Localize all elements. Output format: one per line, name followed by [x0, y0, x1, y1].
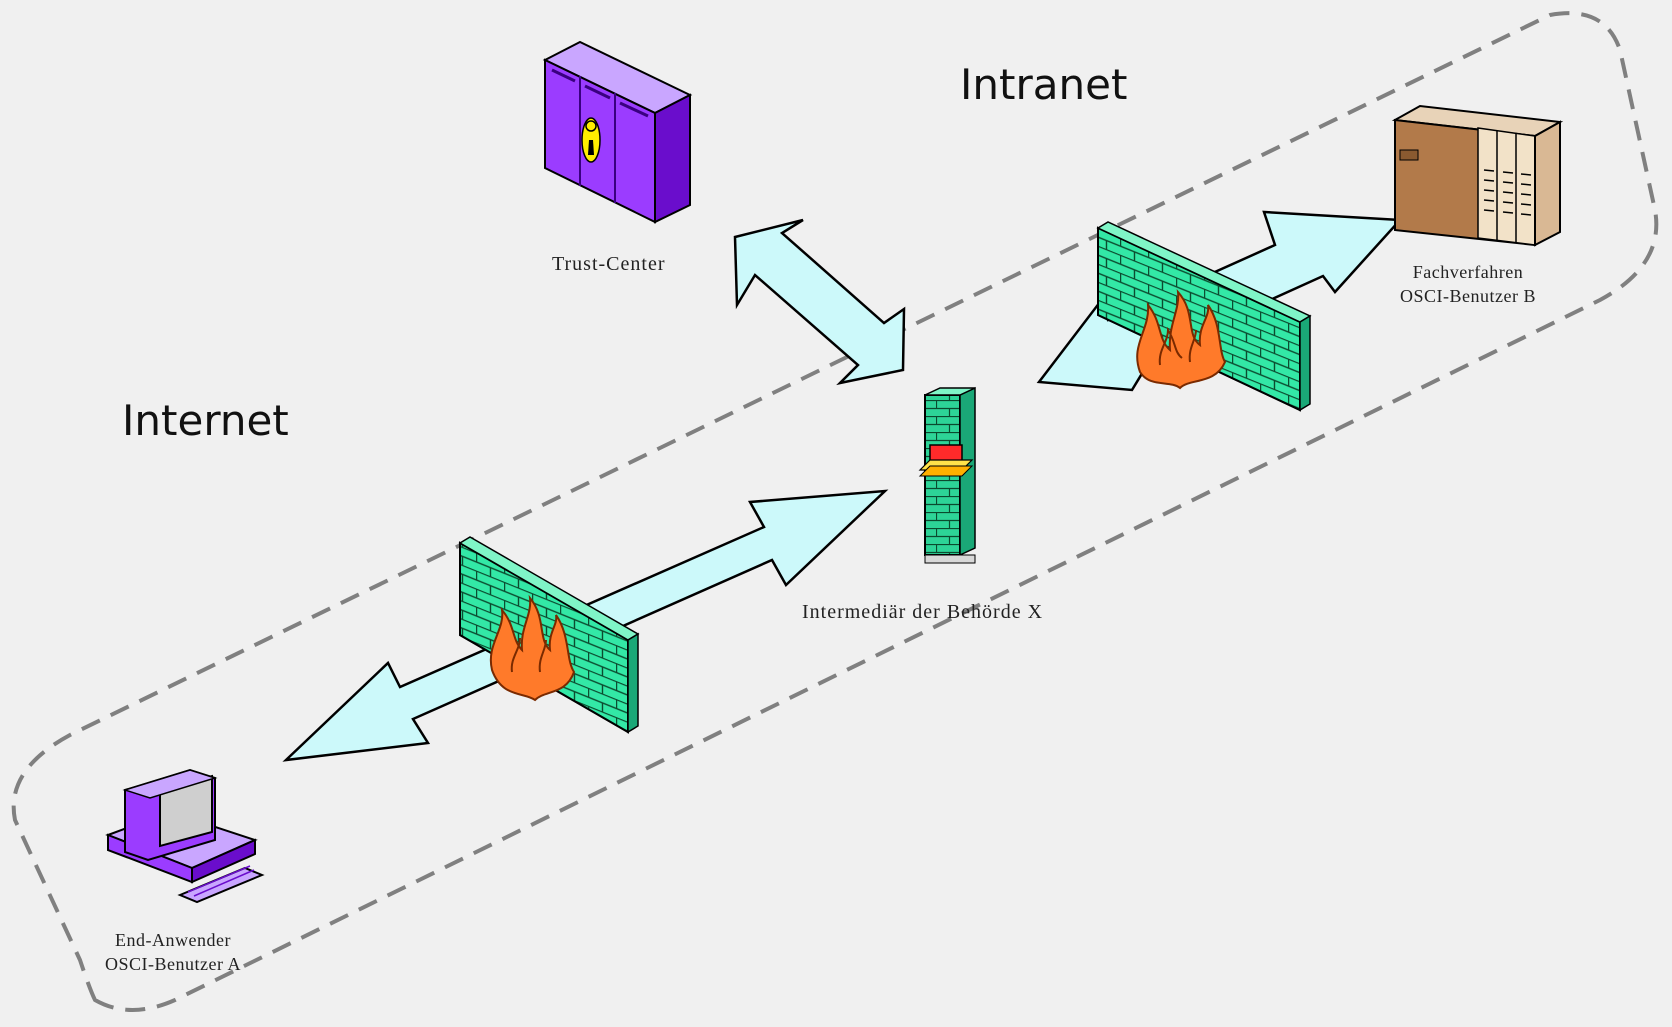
fachverfahren-label: Fachverfahren OSCI-Benutzer B — [1400, 260, 1536, 308]
flame-icon — [1136, 289, 1227, 390]
arrow-trustcenter-intermediary — [733, 218, 906, 386]
desktop-computer-icon — [105, 768, 265, 904]
firewall-icon — [458, 536, 640, 734]
server-rack-icon — [918, 386, 976, 564]
intranet-zone-boundary — [11, 11, 1659, 1012]
intermediary-name: Intermediär der Behörde X — [802, 601, 1044, 623]
server-cabinet-key-icon — [542, 40, 693, 224]
flame-icon — [489, 594, 576, 702]
fachverfahren-line1: Fachverfahren — [1412, 262, 1524, 282]
intermediary-label: Intermediär der Behörde X — [802, 600, 1043, 624]
end-user-line2: OSCI-Benutzer A — [105, 954, 241, 974]
end-user-label: End-Anwender OSCI-Benutzer A — [105, 928, 241, 976]
end-user-line1: End-Anwender — [115, 930, 231, 950]
mainframe-icon — [1391, 104, 1564, 247]
intranet-zone-label: Intranet — [960, 60, 1128, 109]
trust-center-label: Trust-Center — [552, 252, 665, 276]
fachverfahren-line2: OSCI-Benutzer B — [1400, 286, 1536, 306]
firewall-icon — [1096, 221, 1312, 412]
trust-center-name: Trust-Center — [552, 253, 666, 275]
internet-zone-label: Internet — [122, 396, 289, 445]
